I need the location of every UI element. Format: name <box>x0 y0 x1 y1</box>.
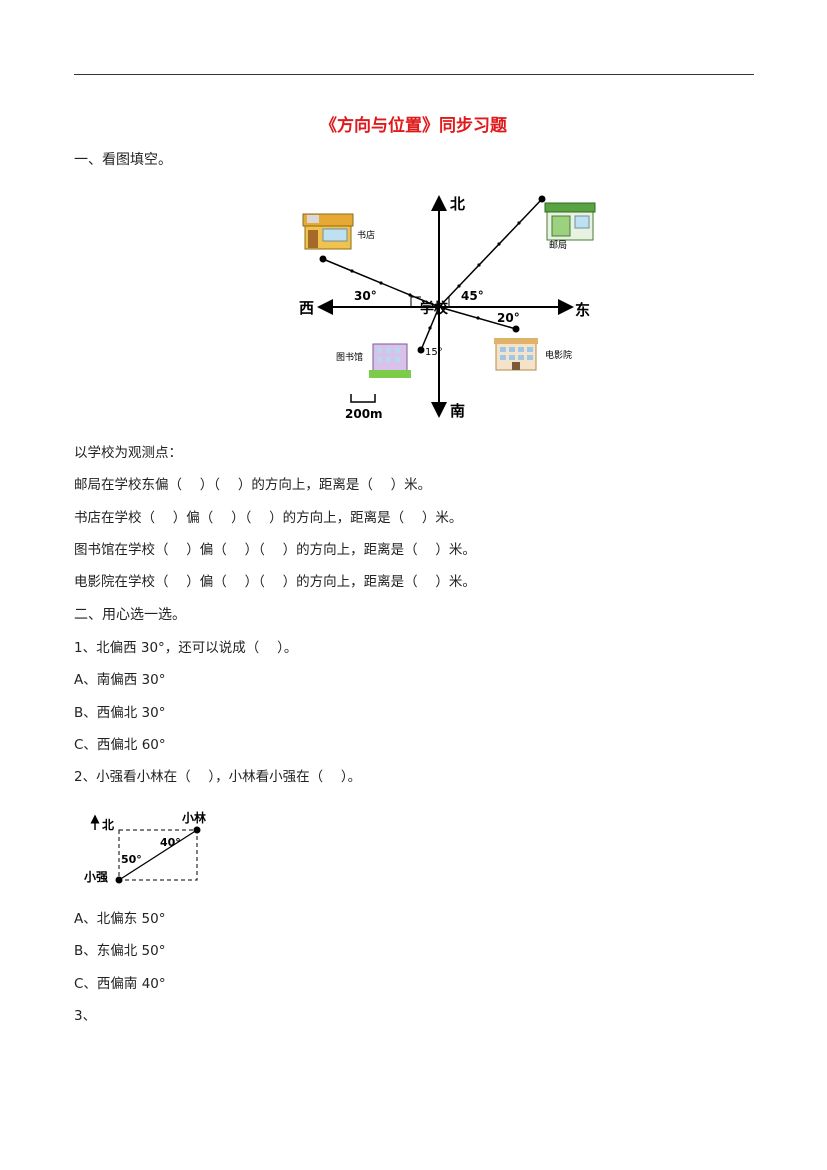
section2-heading: 二、用心选一选。 <box>74 607 186 623</box>
label-post-office: 邮局 <box>549 239 567 251</box>
mc3-question: 3、 <box>74 1008 97 1024</box>
q2-label-north: 北 <box>102 817 114 832</box>
angle-post-office: 45° <box>461 289 484 303</box>
label-bookstore: 书店 <box>357 229 375 241</box>
post-office-icon <box>544 202 596 241</box>
label-cinema: 电影院 <box>545 349 572 361</box>
observe-text: 以学校为观测点： <box>74 445 182 461</box>
library-endpoint <box>417 346 425 354</box>
bookstore-endpoint <box>319 255 327 263</box>
scale-bar <box>350 394 376 403</box>
mc2-option-a: A、北偏东 50° <box>74 911 166 927</box>
scale-label: 200m <box>345 407 383 421</box>
mc1-option-b: B、西偏北 30° <box>74 705 166 721</box>
label-west: 西 <box>299 299 314 317</box>
mc2-option-c: C、西偏南 40° <box>74 976 166 992</box>
mc1-option-c: C、西偏北 60° <box>74 737 166 753</box>
q2-label-xiaoqiang: 小强 <box>84 869 108 884</box>
label-library: 图书馆 <box>336 351 363 363</box>
question-cinema: 电影院在学校（ ）偏（ ）（ ）的方向上，距离是（ ）米。 <box>74 574 476 590</box>
ray-post-office <box>438 198 543 308</box>
bookstore-icon <box>302 213 354 250</box>
q2-label-xiaolin: 小林 <box>182 810 206 825</box>
mc1-option-a: A、南偏西 30° <box>74 672 166 688</box>
mc2-option-b: B、东偏北 50° <box>74 943 166 959</box>
angle-bookstore: 30° <box>354 289 377 303</box>
label-south: 南 <box>450 402 465 420</box>
xiaoqiang-point <box>115 876 123 884</box>
post-office-endpoint <box>538 195 546 203</box>
label-east: 东 <box>575 301 590 319</box>
page-title: 《方向与位置》同步习题 <box>320 116 507 136</box>
label-school: 学校 <box>420 300 449 317</box>
question-post-office: 邮局在学校东偏（ ）（ ）的方向上，距离是（ ）米。 <box>74 477 432 493</box>
cinema-endpoint <box>512 325 520 333</box>
xiaolin-point <box>193 826 201 834</box>
question-bookstore: 书店在学校（ ）偏（ ）（ ）的方向上，距离是（ ）米。 <box>74 510 463 526</box>
mc1-question: 1、北偏西 30°，还可以说成（ ）。 <box>74 640 298 656</box>
compass-diagram: 北 南 东 西 学校 30° 45° 20° 15° 书店 邮局 图书馆 电影院… <box>299 195 596 421</box>
angle-cinema: 20° <box>497 311 520 325</box>
question-library: 图书馆在学校（ ）偏（ ）（ ）的方向上，距离是（ ）米。 <box>74 542 476 558</box>
q2-angle-50: 50° <box>121 853 142 866</box>
angle-library: 15° <box>425 347 443 358</box>
header-rule <box>74 74 754 75</box>
cinema-icon <box>494 338 538 371</box>
label-north: 北 <box>450 195 465 213</box>
mc2-question: 2、小强看小林在（ ），小林看小强在（ ）。 <box>74 769 362 785</box>
bearing-diagram: 北 小林 小强 40° 50° <box>84 810 206 884</box>
section1-heading: 一、看图填空。 <box>74 152 172 168</box>
q2-angle-40: 40° <box>160 836 181 849</box>
library-icon <box>369 343 411 378</box>
